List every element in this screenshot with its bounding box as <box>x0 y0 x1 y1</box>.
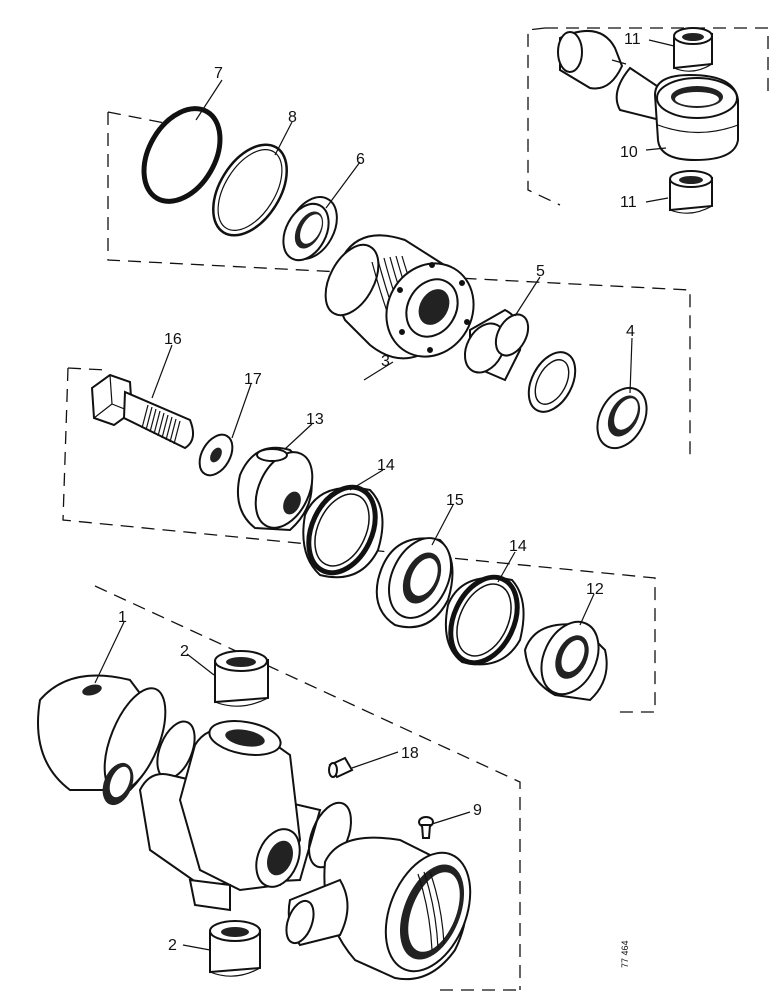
part-18-grease-nipple <box>328 756 354 779</box>
part-5-bush <box>463 308 530 382</box>
callout-18: 18 <box>401 745 419 762</box>
drawing-code: 77 464 <box>620 940 630 968</box>
part-11-bush-lower <box>669 170 713 214</box>
group-boundary-top-right <box>527 27 769 206</box>
part-2-bush-lower <box>209 920 261 977</box>
callout-1: 1 <box>118 609 127 626</box>
callout-14-lower: 14 <box>509 538 527 555</box>
callout-16: 16 <box>164 331 182 348</box>
wiper-ring <box>527 351 577 413</box>
group-boundary-gland <box>107 111 691 460</box>
callout-3: 3 <box>381 353 390 370</box>
part-14-piston-ring-lower <box>444 574 525 666</box>
part-2-bush-upper <box>214 650 269 707</box>
callout-7: 7 <box>214 65 223 82</box>
callout-13: 13 <box>306 411 324 428</box>
part-7-o-ring <box>141 106 223 204</box>
callout-11-lower: 11 <box>620 194 637 211</box>
part-6-gland-seal <box>282 196 338 262</box>
part-8-backup-ring <box>212 143 288 237</box>
part-1-cylinder-body <box>37 674 472 981</box>
part-16-bolt <box>90 373 195 450</box>
callout-17: 17 <box>244 371 262 388</box>
part-10-piston-rod-eye <box>557 30 739 162</box>
callout-14-upper: 14 <box>377 457 395 474</box>
part-12-end-seal <box>523 620 608 702</box>
callout-2-upper: 2 <box>180 643 189 660</box>
callout-9: 9 <box>473 802 482 819</box>
callout-8: 8 <box>288 109 297 126</box>
part-13-piston-head <box>236 446 314 532</box>
part-9-screw <box>418 816 434 839</box>
part-15-piston-seal <box>375 537 454 629</box>
part-17-washer <box>198 433 234 477</box>
part-3-gland-housing <box>324 234 475 360</box>
callout-6: 6 <box>356 151 365 168</box>
leader-lines <box>94 39 675 951</box>
callout-2-lower: 2 <box>168 937 177 954</box>
callout-15: 15 <box>446 492 464 509</box>
callout-12: 12 <box>586 581 604 598</box>
callout-labels: 7 8 6 11 10 11 5 4 3 16 17 13 14 15 14 1… <box>118 31 641 968</box>
group-boundary-piston <box>62 367 656 713</box>
callout-11-upper: 11 <box>624 31 641 48</box>
part-14-piston-ring-upper <box>302 484 384 579</box>
callout-5: 5 <box>536 263 545 280</box>
callout-4: 4 <box>626 323 635 340</box>
callout-10: 10 <box>620 144 638 161</box>
part-11-bush-upper <box>673 27 713 72</box>
part-4-wiper-seal <box>596 386 648 450</box>
